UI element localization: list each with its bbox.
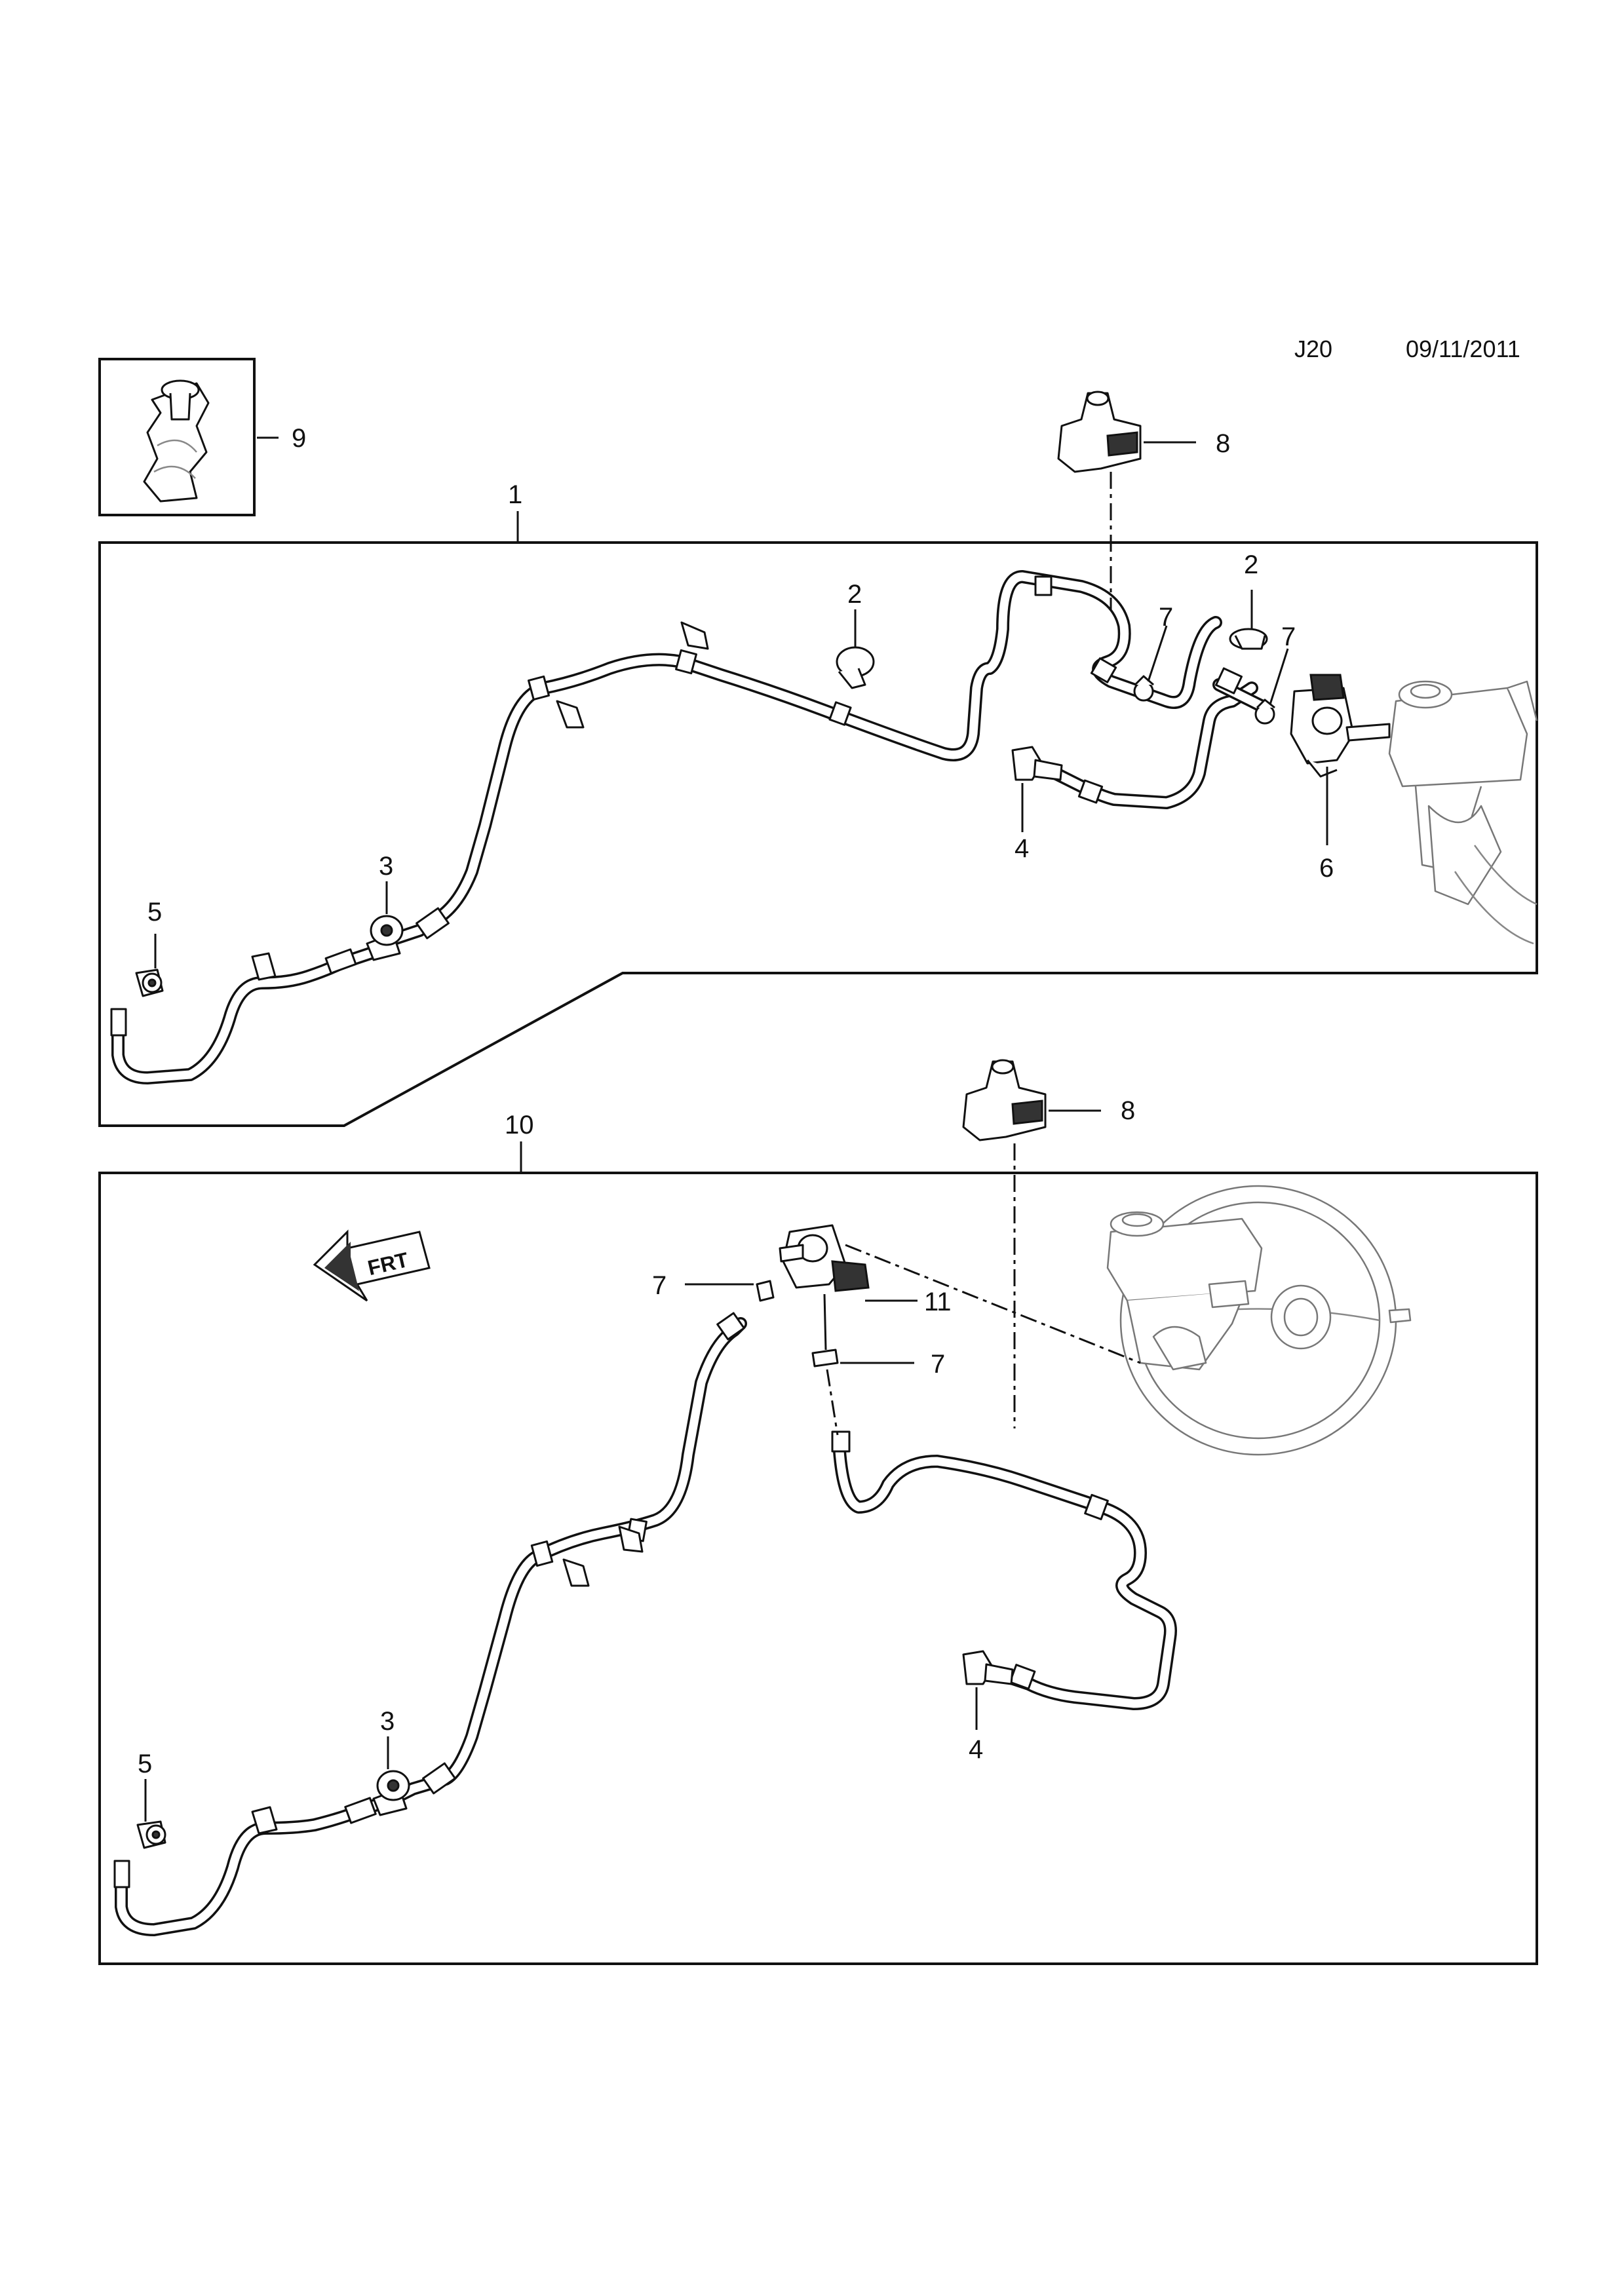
valve-part-11 [779,1224,870,1292]
diagram-date: 09/11/2011 [1406,335,1520,362]
callout-8-top: 8 [1216,429,1230,458]
clip-small-4 [251,1806,278,1835]
clip-part-7-a [1133,675,1154,702]
master-cylinder-top [1388,680,1538,945]
leader-7-a [1147,625,1168,682]
clip-part-7-c [756,1280,775,1302]
callout-1: 1 [508,480,522,509]
callout-11: 11 [924,1288,952,1316]
callout-2-b: 2 [1244,550,1258,579]
callout-6: 6 [1319,854,1334,883]
bracket-part-8-bottom [962,1059,1047,1141]
dash-line-11 [845,1244,1141,1364]
callout-2-a: 2 [847,580,862,609]
hose-fitting-part-4-top [1011,746,1063,781]
clip-small-3 [680,621,709,650]
valve-part-6 [1290,674,1391,778]
inset-box-part-9 [98,358,256,516]
diagram-code: J20 [1294,335,1332,362]
callout-7-d: 7 [931,1350,945,1379]
pipe-union-part-5-top [135,968,164,997]
clip-part-2-b [1229,628,1268,650]
callout-7-c: 7 [652,1271,667,1300]
brake-booster-assembly [1106,1185,1412,1456]
callout-4-bottom: 4 [969,1735,983,1764]
clip-part-7-b [1254,698,1275,725]
clip-part-9-icon [143,379,210,503]
hose-fitting-part-4-bottom [962,1650,1014,1685]
pipe-union-part-5-bottom [136,1820,166,1849]
callout-10: 10 [505,1111,534,1139]
clip-part-2-a [836,646,875,689]
leader-7-b [1269,648,1289,705]
pipe-connector-part-3-top [366,915,404,961]
clip-part-7-d [811,1293,839,1436]
front-direction-arrow-icon: FRT [313,1229,431,1302]
clip-small-1 [251,952,277,981]
callout-3-top: 3 [379,852,393,881]
callout-7-b: 7 [1281,622,1296,651]
callout-5-bottom: 5 [138,1750,152,1778]
callout-5-top: 5 [147,898,162,927]
callout-9: 9 [292,424,306,453]
pipe-connector-part-3-bottom [372,1770,410,1816]
callout-8-bottom: 8 [1121,1096,1135,1125]
brake-pipe-group-10 [113,1312,1177,1936]
callout-4-top: 4 [1015,834,1029,863]
bracket-part-8-top [1057,391,1142,473]
clip-small-5 [562,1558,590,1587]
callout-3-bottom: 3 [380,1707,395,1736]
clip-small-6 [618,1525,644,1553]
callout-7-a: 7 [1159,603,1173,632]
group-10-frame [98,1172,1538,1965]
group-1-frame [98,541,1538,1127]
brake-pipe-group-1 [110,570,1271,1084]
clip-small-2 [556,700,585,729]
